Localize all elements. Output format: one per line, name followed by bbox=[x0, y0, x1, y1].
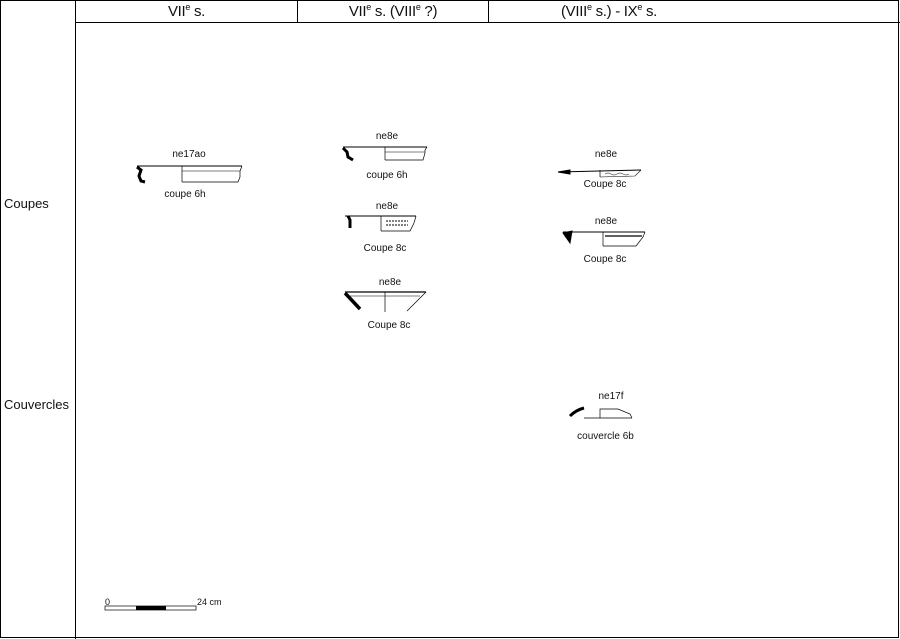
scale-bar bbox=[104, 605, 197, 611]
item-code: ne8e bbox=[375, 131, 399, 142]
item-name: couvercle 6b bbox=[577, 431, 634, 442]
profile-drawing-ne17ao bbox=[136, 165, 243, 184]
column-header-7th-8th-century: VIIe s. (VIIIe ?) bbox=[348, 2, 438, 21]
item-name: coupe 6h bbox=[164, 189, 206, 200]
scale-end-label: 24 cm bbox=[197, 597, 222, 607]
profile-drawing-ne8e-8c-c bbox=[557, 169, 642, 178]
item-name: Coupe 8c bbox=[367, 320, 411, 331]
profile-drawing-ne8e-8c-b bbox=[343, 291, 427, 312]
profile-drawing-ne17f bbox=[568, 406, 633, 419]
item-name: Coupe 8c bbox=[583, 254, 627, 265]
profile-drawing-ne8e-8c-a bbox=[345, 215, 417, 232]
profile-drawing-ne8e-6h bbox=[341, 146, 428, 162]
item-name: coupe 6h bbox=[366, 170, 408, 181]
item-code: ne8e bbox=[378, 277, 402, 288]
row-label-coupes: Coupes bbox=[4, 196, 49, 211]
scale-start-label: 0 bbox=[105, 597, 111, 607]
column-header-8th-9th-century: (VIIIe s.) - IXe s. bbox=[560, 2, 658, 21]
column-header-7th-century: VIIe s. bbox=[167, 2, 206, 21]
item-name: Coupe 8c bbox=[363, 243, 407, 254]
item-code: ne8e bbox=[594, 149, 618, 160]
row-label-couvercles: Couvercles bbox=[4, 397, 70, 412]
item-name: Coupe 8c bbox=[583, 179, 627, 190]
item-code: ne8e bbox=[375, 201, 399, 212]
profile-drawing-ne8e-8c-d bbox=[562, 230, 646, 247]
item-code: ne17f bbox=[598, 391, 624, 402]
item-code: ne8e bbox=[594, 216, 618, 227]
item-code: ne17ao bbox=[172, 149, 206, 160]
